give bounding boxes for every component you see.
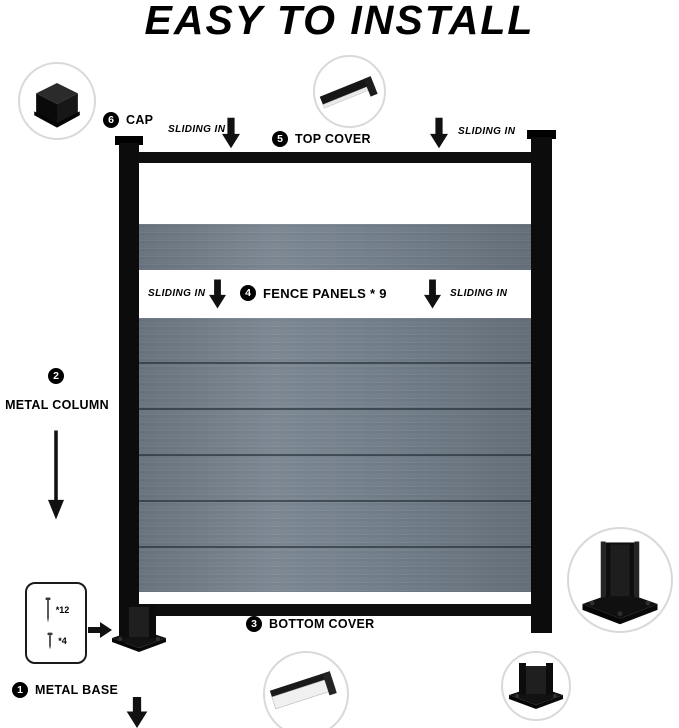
step-badge-4: 4 xyxy=(240,285,256,301)
fence-right-post xyxy=(531,137,552,633)
step-badge-3: 3 xyxy=(246,616,262,632)
screw-long-icon xyxy=(45,597,51,623)
cap-label: CAP xyxy=(126,113,154,127)
down-arrow-metal-column xyxy=(48,430,64,520)
hardware-row-long: *12 xyxy=(43,595,70,625)
base-bracket-small-photo xyxy=(501,651,571,721)
fence-panels-main xyxy=(139,318,531,592)
step-badge-6: 6 xyxy=(103,112,119,128)
down-arrow-mid-left xyxy=(209,279,226,309)
fence-panels-band: SLIDING IN 4 FENCE PANELS * 9 SLIDING IN xyxy=(139,270,531,318)
sliding-in-top-right: SLIDING IN xyxy=(458,126,516,137)
screw-short-count: *4 xyxy=(58,636,67,646)
bottom-cover-icon xyxy=(269,671,337,710)
top-cover-label: TOP COVER xyxy=(295,132,371,146)
hardware-row-short: *4 xyxy=(45,631,67,651)
fence-panels-label: FENCE PANELS * 9 xyxy=(263,285,387,301)
hardware-box: *12 *4 xyxy=(25,582,87,664)
bottom-cover-label: BOTTOM COVER xyxy=(269,617,375,631)
right-post-cap xyxy=(527,130,556,139)
cap-icon xyxy=(34,82,80,128)
down-arrow-mid-right xyxy=(424,279,441,309)
cap-photo xyxy=(18,62,96,140)
step-fence-panels: 4 FENCE PANELS * 9 xyxy=(240,285,387,301)
down-arrow-top-right xyxy=(430,117,448,149)
post-base-photo xyxy=(567,527,673,633)
sliding-in-mid-right: SLIDING IN xyxy=(450,288,508,299)
step-metal-base: 1 METAL BASE xyxy=(12,682,118,698)
post-base-icon xyxy=(582,541,658,625)
step-top-cover: 5 TOP COVER xyxy=(272,131,371,147)
bottom-cover-photo xyxy=(263,651,349,728)
step-badge-1: 1 xyxy=(12,682,28,698)
top-cover-photo xyxy=(313,55,386,128)
down-arrow-metal-base xyxy=(126,697,148,728)
screw-long-count: *12 xyxy=(55,605,70,615)
left-post-cap xyxy=(115,136,143,145)
base-bracket-photo xyxy=(112,604,166,652)
step-cap: 6 CAP xyxy=(103,112,153,128)
top-cover-icon xyxy=(319,76,378,109)
metal-base-label: METAL BASE xyxy=(35,683,119,697)
step-badge-5: 5 xyxy=(272,131,288,147)
bottom-cover-bar xyxy=(139,604,531,616)
fence-panels-upper xyxy=(139,224,531,270)
fence-left-post xyxy=(119,143,139,643)
sliding-in-top-left: SLIDING IN xyxy=(168,124,226,135)
screw-short-icon xyxy=(47,632,53,650)
step-bottom-cover: 3 BOTTOM COVER xyxy=(246,616,374,632)
down-arrow-top-left xyxy=(222,117,240,149)
step-badge-2: 2 xyxy=(48,368,64,384)
metal-column-label: METAL COLUMN xyxy=(5,398,109,412)
sliding-in-mid-left: SLIDING IN xyxy=(148,288,206,299)
right-arrow-hardware xyxy=(88,622,112,638)
page-title: EASY TO INSTALL xyxy=(144,0,535,43)
top-cover-bar xyxy=(139,152,531,163)
base-bracket-small-icon xyxy=(509,663,563,709)
